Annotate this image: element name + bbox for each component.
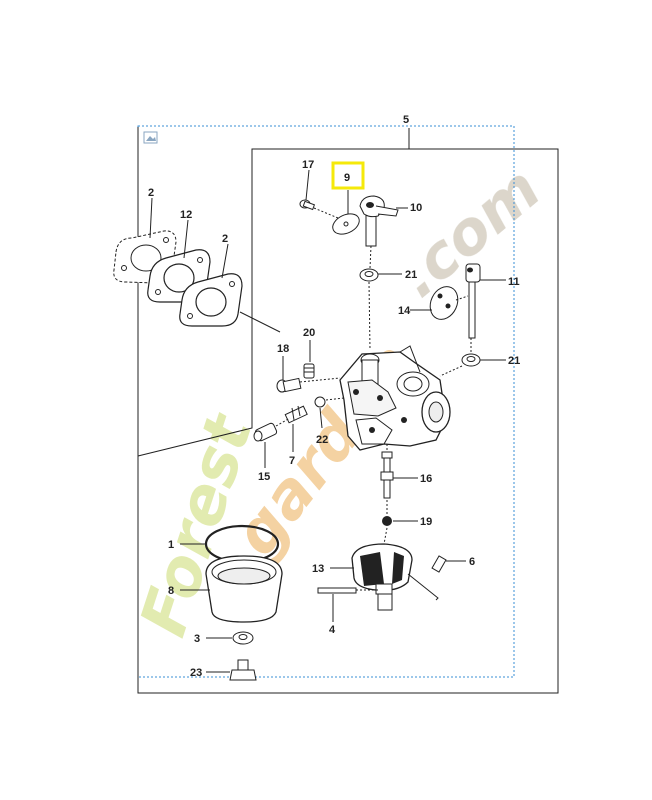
washer-3[interactable] [232,631,254,645]
choke-shaft-11[interactable] [465,263,481,339]
callout-23: 23 [190,667,202,679]
gasket-2-right[interactable] [179,273,243,327]
callout-21-top: 21 [405,269,417,281]
callout-1: 1 [168,539,174,551]
callout-17: 17 [302,159,314,171]
main-jet-16[interactable] [380,451,394,499]
float-valve-stub [377,593,393,611]
callout-6: 6 [469,556,475,568]
callout-9: 9 [344,172,350,184]
throttle-shaft-10[interactable] [359,195,399,247]
callout-14: 14 [398,305,411,317]
float-bowl-8[interactable] [205,555,283,623]
choke-plate-14[interactable] [425,282,463,324]
callout-20: 20 [303,327,315,339]
assembly-bracket [137,148,409,457]
callout-11: 11 [508,276,520,288]
callout-16: 16 [420,473,432,485]
float-pin-4[interactable] [317,587,357,594]
image-placeholder-icon[interactable] [143,131,158,144]
float-13[interactable] [351,543,413,595]
washer-21-top[interactable] [359,268,379,282]
callout-12: 12 [180,209,192,221]
callout-19: 19 [420,516,432,528]
callout-8: 8 [168,585,174,597]
idle-jet-15[interactable] [253,422,278,442]
carburetor-body[interactable] [339,345,451,451]
callout-2-right: 2 [222,233,228,245]
bowl-bolt-23[interactable] [229,659,257,681]
callout-21-right: 21 [508,355,520,367]
adjust-screw-7[interactable] [284,405,308,424]
callout-13: 13 [312,563,324,575]
highlight-box-part-9[interactable] [331,161,365,190]
diagram-outer-border [137,127,559,694]
callout-2-left: 2 [148,187,154,199]
callout-18: 18 [277,343,289,355]
callout-5: 5 [403,114,409,126]
screw-18[interactable] [276,377,302,393]
needle-valve-6[interactable] [431,555,447,573]
callout-3: 3 [194,633,200,645]
washer-21-right[interactable] [461,353,481,367]
callout-10: 10 [410,202,422,214]
callout-7: 7 [289,455,295,467]
selection-frame [137,125,515,678]
jet-19[interactable] [382,516,392,526]
callout-22: 22 [316,434,328,446]
callout-4: 4 [329,624,336,636]
spring-22[interactable] [314,396,326,408]
screw-20[interactable] [303,363,315,379]
callout-15: 15 [258,471,270,483]
screw-17[interactable] [299,199,316,211]
throttle-plate-9[interactable] [330,210,363,238]
